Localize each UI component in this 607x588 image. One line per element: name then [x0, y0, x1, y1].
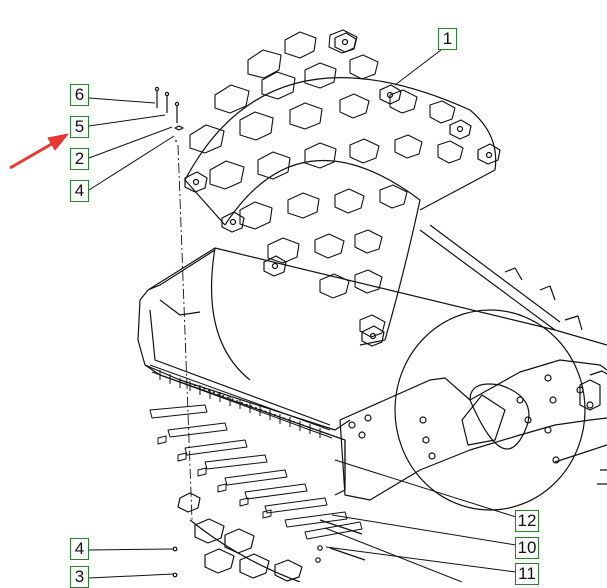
- callout-2: 2: [70, 148, 89, 170]
- alignment-line: [177, 144, 193, 521]
- leader-lines: [88, 49, 517, 583]
- callout-5: 5: [70, 116, 89, 138]
- callout-11: 11: [515, 563, 539, 585]
- callout-6: 6: [70, 84, 89, 106]
- mounting-lugs: [184, 32, 501, 347]
- callout-4-top: 4: [70, 180, 89, 202]
- callout-1: 1: [438, 28, 457, 50]
- drum-frame: [137, 247, 607, 496]
- callout-4-bottom: 4: [70, 538, 89, 560]
- right-fittings: [554, 370, 607, 485]
- side-plate: [339, 359, 607, 501]
- callout-12: 12: [515, 510, 539, 532]
- wear-bars: [149, 404, 363, 540]
- callout-3: 3: [70, 566, 89, 588]
- bolts-top: [154, 86, 184, 142]
- drum-cylinder: [210, 224, 586, 511]
- callout-10: 10: [515, 537, 539, 559]
- tooth-row: [149, 364, 333, 439]
- pads: [189, 29, 464, 338]
- pointer-arrow-icon: [9, 133, 69, 170]
- lower-pad-segment: [172, 492, 366, 583]
